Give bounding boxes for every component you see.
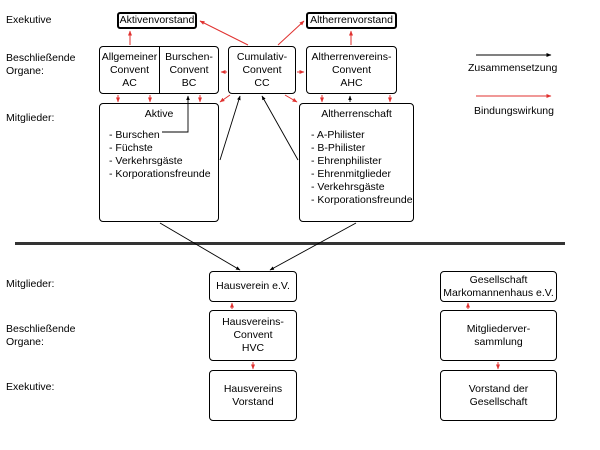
row-label-organe-bottom: Beschließende Organe: [6,323,75,349]
mitgliederversammlung-line1: Mitgliederver- [466,322,531,335]
ac-line3: AC [122,76,137,89]
ac-bc-box: Allgemeiner Convent AC Burschen- Convent… [99,46,219,94]
composition-arrow-burschen-bc [162,95,190,133]
hvc-line3: HVC [241,342,265,354]
row-label-organe-bottom-line1: Beschließende [6,323,76,335]
ahc-line3: AHC [340,76,363,89]
mitgliederversammlung-box: Mitgliederver- sammlung [440,310,557,361]
aktivenvorstand-label: Aktivenvorstand [119,14,195,26]
hausvereins-vorstand-line1: Hausvereins [223,382,283,395]
altherrenschaft-title: Altherrenschaft [321,108,392,120]
bc-line1: Burschen- [165,50,213,63]
bc-line3: BC [181,76,197,89]
binding-arrow-cc-aktivenvorstand [199,20,249,46]
altherrenschaft-member-list: - A-Philister - B-Philister - Ehrenphili… [311,129,413,207]
row-label-mitglieder-top: Mitglieder: [6,112,55,124]
binding-arrow-cc-altherrenvorstand [277,20,305,46]
ac-bc-divider [159,47,160,93]
cc-line3: CC [254,76,270,89]
aktive-item: - Verkehrsgäste [109,155,183,167]
gesellschaft-vorstand-box: Vorstand der Gesellschaft [440,370,557,421]
row-label-exekutive-bottom: Exekutive: [6,381,55,393]
composition-arrow-aktive-hausverein [159,222,241,271]
aktive-box: Aktive - Burschen - Füchste - Verkehrsgä… [99,103,219,222]
gesellschaft-vorstand-line1: Vorstand der [468,382,529,395]
gesellschaft-line2: Markomannenhaus e.V. [443,286,554,299]
ac-line2: Convent [109,63,150,76]
gesellschaft-vorstand-line2: Gesellschaft [469,395,528,408]
altherrenschaft-item: - Ehrenmitglieder [311,168,391,180]
hvc-box: Hausvereins- Convent HVC [209,310,297,361]
aktive-title: Aktive [144,108,174,120]
cc-line1: Cumulativ- [236,50,288,63]
gesellschaft-line1: Gesellschaft [469,273,528,286]
row-label-organe-bottom-line2: Organe: [6,336,44,348]
composition-arrow-altherrenschaft-cc [261,95,299,161]
hausverein-label: Hausverein e.V. [216,280,290,292]
altherrenschaft-box: Altherrenschaft - A-Philister - B-Philis… [299,103,414,222]
legend-composition-label: Zusammensetzung [468,62,558,74]
aktive-item: - Burschen [109,129,160,141]
section-divider [15,242,565,245]
hausvereins-vorstand-line2: Vorstand [232,395,274,408]
altherrenvorstand-box: Altherrenvorstand [306,12,397,29]
hvc-line2: Convent [233,329,273,341]
altherrenschaft-item: - Ehrenphilister [311,155,382,167]
altherrenschaft-item: - Verkehrsgäste [311,181,385,193]
ahc-line2: Convent [331,63,372,76]
altherrenvorstand-label: Altherrenvorstand [310,14,393,26]
ac-line1: Allgemeiner [101,50,158,63]
aktive-member-list: - Burschen - Füchste - Verkehrsgäste - K… [109,129,218,181]
altherrenschaft-item: - B-Philister [311,142,366,154]
hausvereins-vorstand-box: Hausvereins Vorstand [209,370,297,421]
cc-line2: Convent [242,63,282,76]
aktivenvorstand-box: Aktivenvorstand [117,12,197,29]
aktive-item: - Korporationsfreunde [109,168,211,180]
composition-arrow-aktive-cc [219,95,241,161]
gesellschaft-box: Gesellschaft Markomannenhaus e.V. [440,271,557,302]
binding-arrow-cc-aktive [219,94,231,103]
aktive-item: - Füchste [109,142,153,154]
ahc-box: Altherrenvereins- Convent AHC [306,46,397,94]
ahc-line1: Altherrenvereins- [311,50,392,63]
binding-arrow-cc-altherrenschaft [284,94,298,103]
row-label-organe-top-line2: Organe: [6,65,44,77]
bc-box: Burschen- Convent BC [160,47,218,93]
row-label-exekutive-top: Exekutive [6,14,52,26]
altherrenschaft-item: - Korporationsfreunde [311,194,413,206]
bc-line2: Convent [169,63,209,76]
composition-arrow-altherrenschaft-hausverein [269,222,357,271]
ac-box: Allgemeiner Convent AC [100,47,159,93]
altherrenschaft-item: - A-Philister [311,129,365,141]
legend-binding-label: Bindungswirkung [474,105,554,117]
cc-box: Cumulativ- Convent CC [228,46,296,94]
row-label-mitglieder-bottom: Mitglieder: [6,278,55,290]
hausverein-box: Hausverein e.V. [209,271,297,302]
row-label-organe-top-line1: Beschließende [6,52,76,64]
mitgliederversammlung-line2: sammlung [474,335,523,348]
hvc-line1: Hausvereins- [222,316,284,328]
row-label-organe-top: Beschließende Organe: [6,52,75,78]
